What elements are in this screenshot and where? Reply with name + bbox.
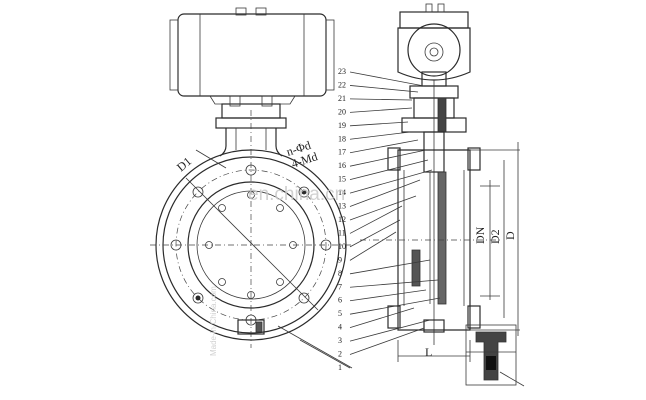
part-number-4: 4 (338, 323, 342, 332)
leader-line-8 (349, 259, 431, 275)
seal-detail-view (465, 324, 525, 387)
leader-line-10 (349, 219, 401, 248)
part-number-8: 8 (338, 269, 342, 278)
part-number-19: 19 (338, 121, 346, 130)
part-number-10: 10 (338, 242, 346, 251)
dimension-lines (397, 142, 520, 362)
leader-line-17 (349, 139, 419, 154)
leader-line-7 (349, 279, 439, 288)
part-number-3: 3 (338, 336, 342, 345)
front-view: D1 n-Φd 4-Md (150, 7, 353, 369)
part-number-2: 2 (338, 350, 342, 359)
leader-line-14 (349, 169, 433, 194)
watermark-text: en.china.cn (248, 184, 345, 205)
side-watermark: Made-in-China.com (209, 286, 218, 356)
leader-line-16 (349, 149, 427, 167)
d-label: D (503, 231, 517, 240)
leader-line-5 (349, 297, 441, 315)
leader-line-15 (349, 159, 429, 181)
l-label: L (425, 345, 432, 359)
d2-label: D2 (488, 229, 502, 244)
part-number-7: 7 (338, 282, 342, 291)
part-number-21: 21 (338, 94, 346, 103)
leader-lines (299, 71, 441, 369)
part-number-1: 1 (338, 363, 342, 372)
leader-line-20 (349, 107, 413, 113)
body-section (360, 147, 500, 333)
part-number-15: 15 (338, 175, 346, 184)
leader-line-22 (349, 85, 419, 93)
part-number-13: 13 (338, 202, 346, 211)
stem-side (401, 80, 467, 345)
valve-body-front (150, 110, 353, 369)
actuator-side (397, 3, 471, 87)
actuator-front (169, 7, 335, 105)
leader-line-12 (349, 195, 417, 221)
dn-label: DN (473, 226, 487, 244)
leader-line-4 (349, 307, 415, 329)
leader-line-18 (349, 131, 411, 140)
leader-line-19 (349, 121, 409, 127)
leader-line-9 (349, 231, 397, 261)
part-number-18: 18 (338, 134, 346, 143)
part-number-16: 16 (338, 161, 346, 170)
part-number-22: 22 (338, 80, 346, 89)
part-number-17: 17 (338, 148, 346, 157)
part-number-23: 23 (338, 67, 346, 76)
part-number-11: 11 (338, 228, 346, 237)
leader-line-3 (349, 319, 431, 342)
side-view: DN D2 D L (360, 3, 520, 362)
part-number-9: 9 (338, 255, 342, 264)
part-number-20: 20 (338, 107, 346, 116)
part-number-12: 12 (338, 215, 346, 224)
leader-line-23 (349, 71, 425, 87)
leader-line-1 (299, 339, 351, 369)
part-number-14: 14 (338, 188, 346, 197)
leader-line-13 (349, 179, 421, 207)
leader-line-11 (349, 205, 403, 234)
leader-line-2 (349, 327, 425, 355)
leader-line-21 (349, 98, 413, 101)
leader-line-6 (349, 289, 427, 302)
part-number-5: 5 (338, 309, 342, 318)
part-number-6: 6 (338, 296, 342, 305)
